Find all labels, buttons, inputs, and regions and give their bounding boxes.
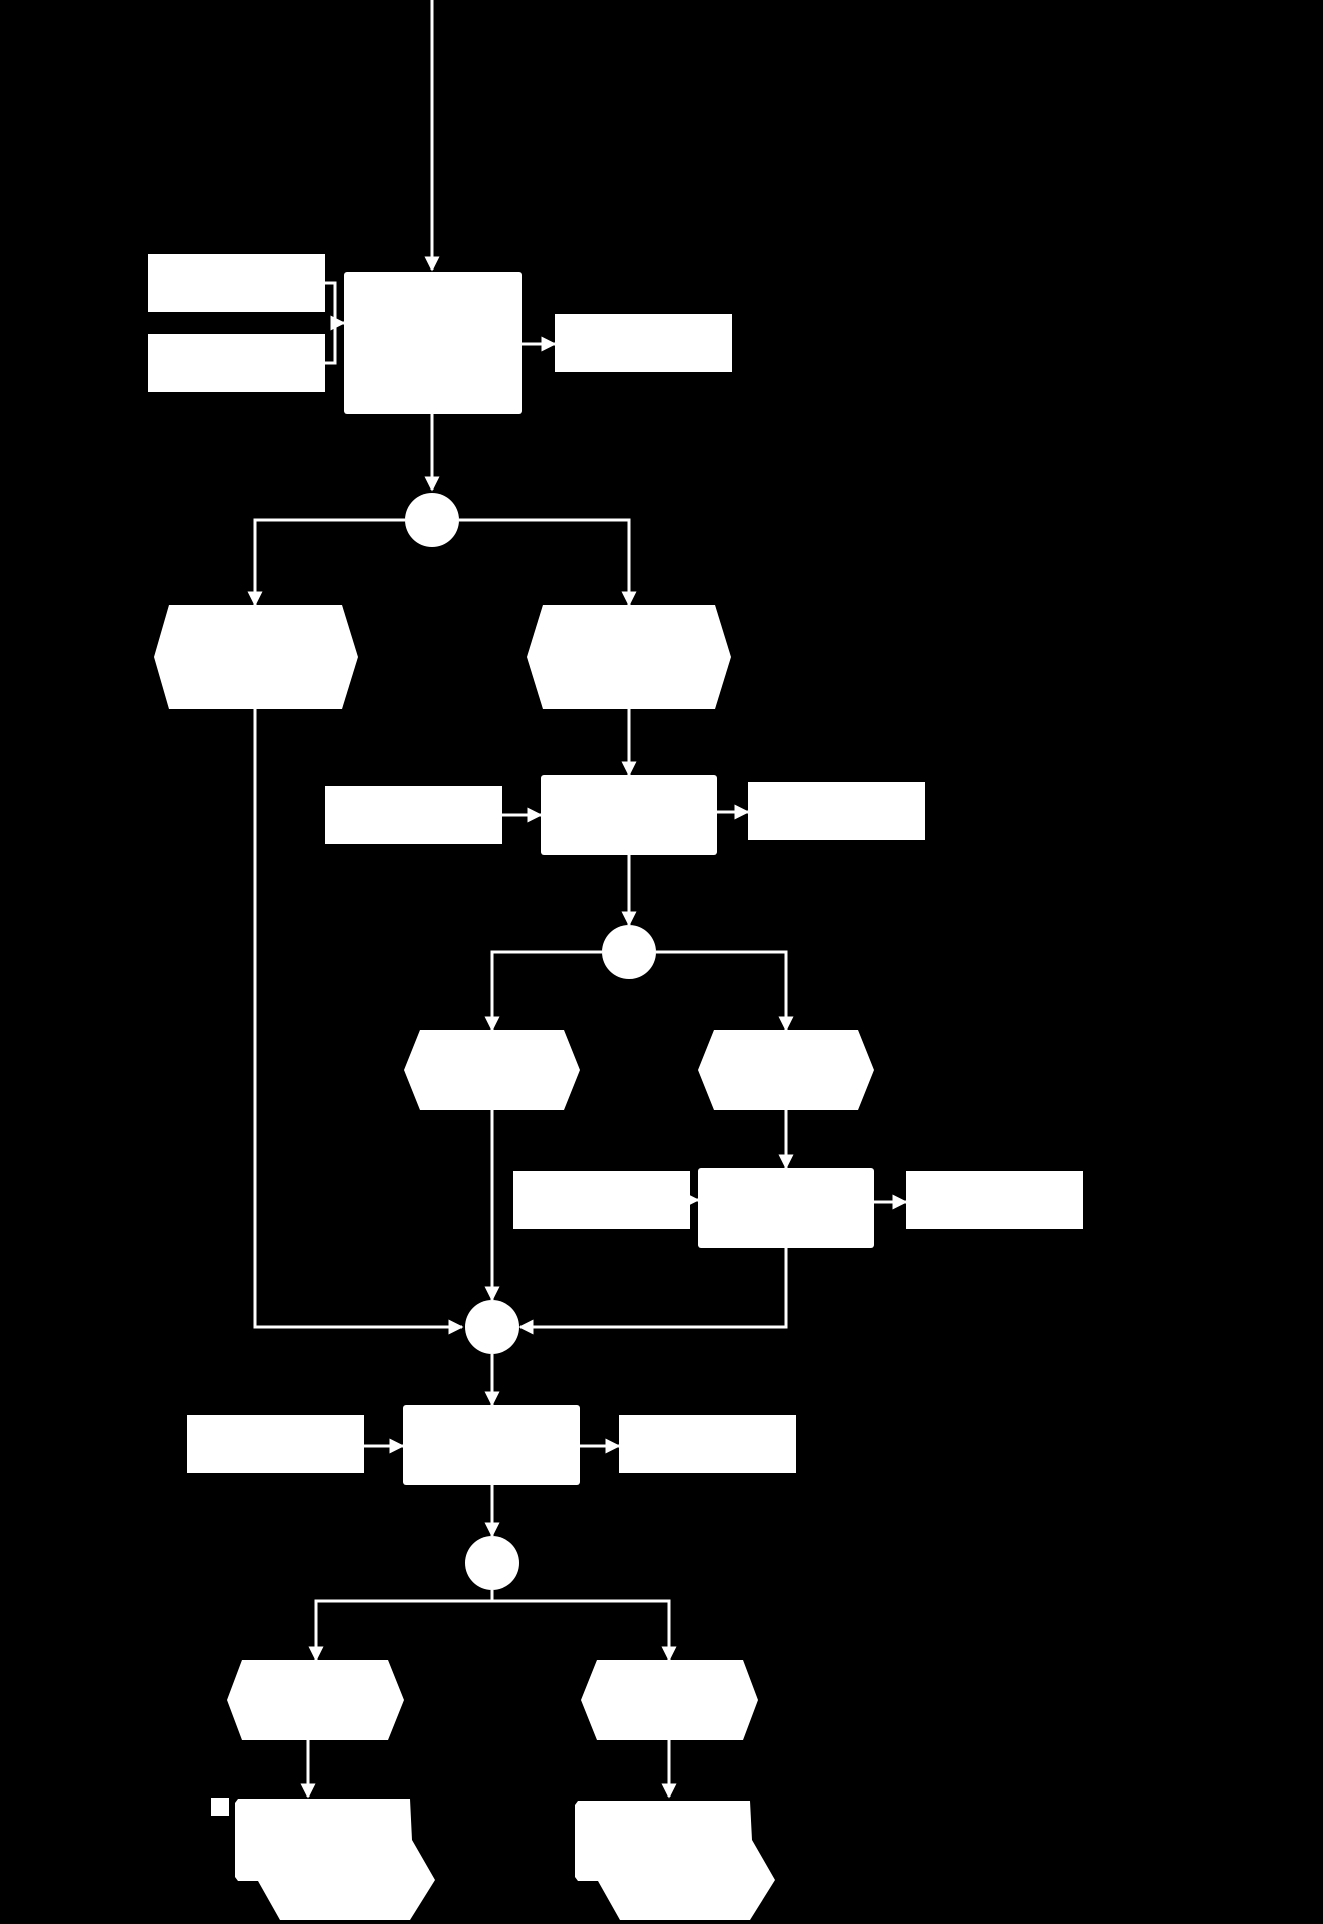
xor-connector-2 (602, 925, 656, 979)
output-box-2 (748, 782, 925, 840)
flow-xor-1-to-event-1a (247, 518, 405, 607)
xor-connector-4 (465, 1536, 519, 1590)
xor-connector-1 (405, 493, 459, 547)
event-hexagon-2a (404, 1030, 580, 1110)
event-hexagon-1a (154, 605, 358, 709)
output-box-4 (619, 1415, 796, 1473)
process-path-end-a (235, 1799, 435, 1920)
flow-lines (247, 0, 908, 1799)
flow-function-3-to-xor-3 (518, 1248, 788, 1335)
input-box-c (513, 1171, 690, 1229)
function-box-4 (403, 1405, 580, 1485)
output-box-1 (555, 314, 732, 372)
event-hexagon-2b (698, 1030, 874, 1110)
marker-square (211, 1798, 229, 1816)
flow-xor-4-to-event-4a (308, 1599, 492, 1662)
event-hexagon-4b (581, 1660, 758, 1740)
flow-xor-2-to-event-2b (656, 950, 794, 1032)
flow-xor-2-to-event-2a (484, 950, 602, 1032)
flow-xor-4-to-event-4b (492, 1599, 677, 1662)
event-hexagon-4a (227, 1660, 404, 1740)
xor-connector-3 (465, 1300, 519, 1354)
flow-input-a1-bracket (325, 281, 337, 365)
output-box-3 (906, 1171, 1083, 1229)
function-box-1 (344, 272, 522, 414)
input-box-a1 (148, 254, 325, 312)
input-box-d (187, 1415, 364, 1473)
function-box-3 (698, 1168, 874, 1248)
function-box-2 (541, 775, 717, 855)
input-box-a2 (148, 334, 325, 392)
input-box-b (325, 786, 502, 844)
process-path-end-b (575, 1801, 775, 1920)
flow-xor-1-to-event-1b (459, 518, 637, 607)
flow-event-1a-to-xor-3 (253, 709, 464, 1335)
event-hexagon-1b (527, 605, 731, 709)
